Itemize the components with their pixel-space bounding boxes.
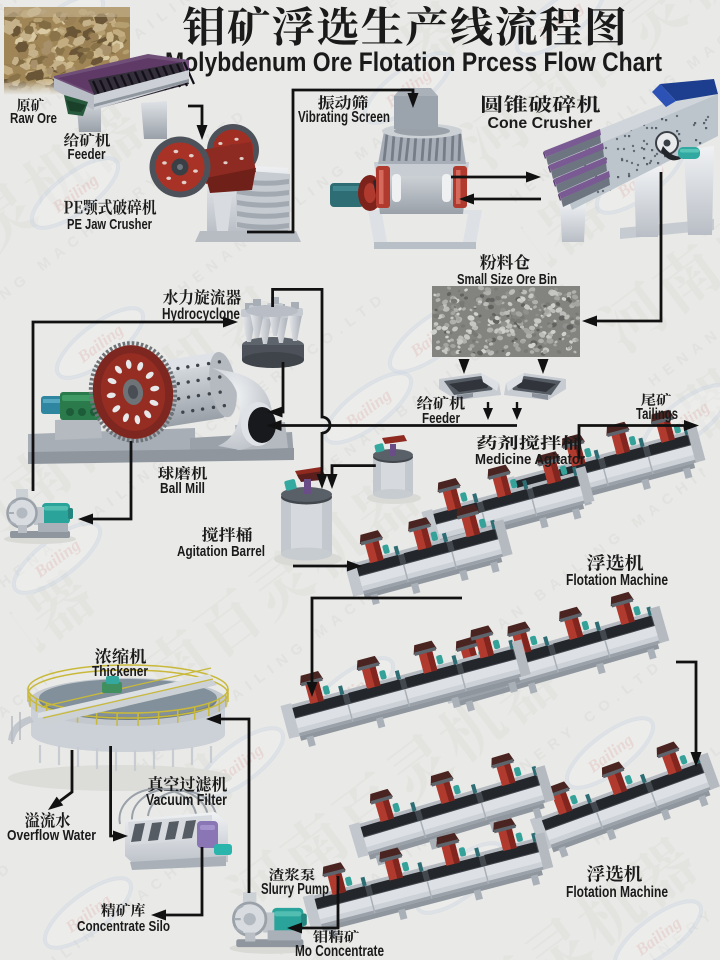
svg-text:Mo Concentrate: Mo Concentrate	[295, 943, 384, 960]
svg-text:Overflow Water: Overflow Water	[7, 827, 96, 844]
svg-text:Vibrating Screen: Vibrating Screen	[298, 109, 390, 126]
svg-text:Cone Crusher: Cone Crusher	[488, 115, 593, 132]
svg-text:Molybdenum Ore Flotation Prces: Molybdenum Ore Flotation Prcess Flow Cha…	[165, 47, 662, 77]
svg-text:Tailings: Tailings	[636, 406, 678, 423]
svg-text:Slurry Pump: Slurry Pump	[261, 881, 329, 898]
svg-text:Concentrate Silo: Concentrate Silo	[77, 918, 170, 935]
svg-text:PE Jaw Crusher: PE Jaw Crusher	[67, 216, 152, 233]
svg-text:Thickener: Thickener	[92, 663, 148, 680]
svg-text:Feeder: Feeder	[422, 410, 460, 427]
svg-text:Small Size Ore Bin: Small Size Ore Bin	[457, 271, 557, 288]
svg-text:Hydrocyclone: Hydrocyclone	[162, 306, 240, 323]
svg-text:Feeder: Feeder	[68, 146, 106, 163]
svg-text:Vacuum Filter: Vacuum Filter	[146, 792, 227, 809]
svg-text:Flotation Machine: Flotation Machine	[566, 572, 668, 589]
svg-text:Medicine Agitator: Medicine Agitator	[475, 451, 585, 468]
svg-text:Ball Mill: Ball Mill	[160, 480, 205, 497]
svg-text:Flotation Machine: Flotation Machine	[566, 884, 668, 901]
svg-text:Raw Ore: Raw Ore	[10, 110, 57, 127]
svg-text:Agitation Barrel: Agitation Barrel	[177, 543, 265, 560]
